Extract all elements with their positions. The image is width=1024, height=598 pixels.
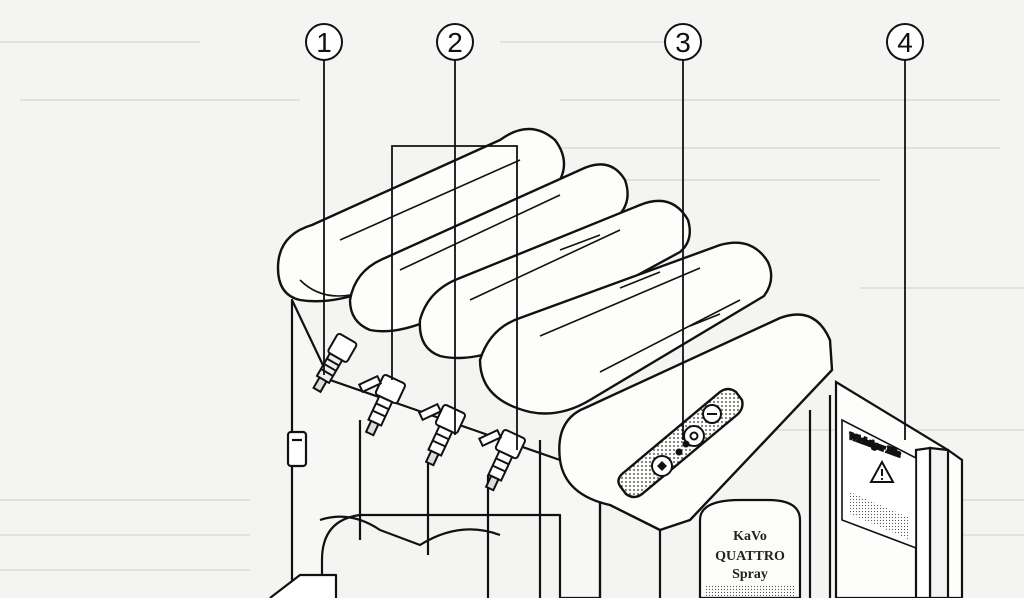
housing — [269, 298, 832, 598]
callouts: 1 2 3 4 — [305, 23, 924, 61]
callout-4: 4 — [886, 23, 924, 61]
spray-can: KaVo QUATTRO Spray — [698, 498, 802, 598]
panel-button-middle — [683, 425, 705, 447]
leader-lines — [323, 60, 906, 450]
spray-can-type: Spray — [732, 567, 768, 582]
leader-bracket-2 — [391, 145, 518, 450]
warning-triangle-icon — [869, 459, 895, 483]
cap-highlights — [299, 159, 741, 373]
spray-can-product: QUATTRO — [715, 549, 785, 564]
callout-1-number: 1 — [316, 27, 332, 58]
valve-3 — [424, 404, 466, 467]
control-buttons — [651, 404, 722, 477]
side-door: Wichtiger Hin — [834, 380, 964, 598]
callout-3-number: 3 — [675, 27, 691, 58]
valve-1 — [312, 332, 358, 394]
control-panel — [617, 387, 744, 499]
instrument-valves — [312, 332, 526, 492]
callout-2-number: 2 — [447, 27, 463, 58]
callout-3: 3 — [664, 23, 702, 61]
spray-can-brand: KaVo — [733, 529, 767, 544]
callout-4-number: 4 — [897, 27, 913, 58]
callout-1: 1 — [305, 23, 343, 61]
callout-2: 2 — [436, 23, 474, 61]
